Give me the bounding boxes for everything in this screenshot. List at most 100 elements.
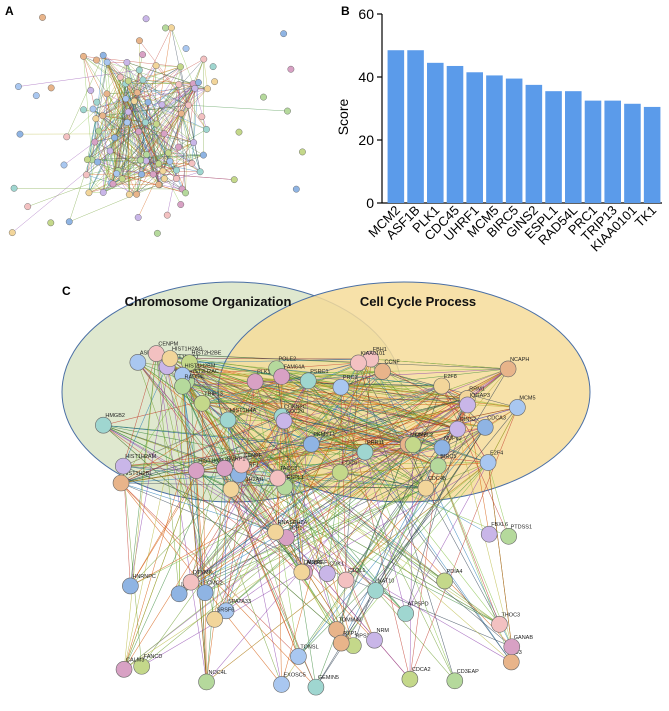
network-node-label: NAT10 [378, 579, 395, 585]
network-edge [103, 424, 287, 538]
network-edge [203, 59, 208, 89]
network-edge [189, 362, 458, 430]
network-c-nodes: ASF1BHIST2H2ACCENPMHIST1H2AJHIST1H2AHHIS… [95, 342, 536, 696]
network-edge [129, 101, 135, 195]
network-node [63, 133, 71, 141]
network-node [280, 30, 288, 38]
network-node [159, 167, 167, 175]
panel-c-network: Chromosome Organization Cell Cycle Proce… [61, 281, 591, 696]
network-node-label: HIST1H2BL [123, 471, 152, 477]
network-edge [254, 381, 328, 574]
network-node [200, 55, 208, 63]
network-edge [120, 385, 442, 484]
network-edge [340, 386, 458, 430]
network-node: MCM5 [509, 395, 536, 416]
network-a-nodes [8, 14, 306, 237]
network-node-label: CMC2 [207, 581, 223, 587]
network-edge [123, 358, 171, 467]
network-node-label: HIST1H2AG [172, 346, 203, 352]
network-node [134, 214, 142, 221]
network-node: HIST1H2AB [188, 459, 229, 479]
network-node-label: TOMM40 [339, 618, 362, 624]
network-node-label: NCAPH [510, 357, 529, 363]
network-node: HIST1H4A [219, 408, 257, 429]
network-node-label: E2F4 [490, 451, 503, 457]
network-node-label: THOC3 [501, 612, 520, 618]
network-node: CCNF [374, 359, 400, 380]
bar [643, 106, 661, 203]
network-edge [109, 27, 172, 152]
network-node [158, 101, 166, 109]
network-node [168, 24, 175, 32]
network-edge [120, 77, 164, 172]
network-node: RNASEH2A [267, 520, 308, 541]
network-node [113, 170, 121, 178]
network-edge [182, 375, 512, 663]
network-edge [202, 385, 442, 404]
network-edge [155, 65, 189, 106]
network-edge [103, 424, 427, 489]
network-edge [166, 366, 206, 593]
network-node [106, 147, 114, 155]
network-node-label: ID3 [513, 650, 522, 656]
network-node-label: EXOSC5 [284, 672, 306, 678]
network-node [83, 171, 90, 179]
network-node-label: MYBL2 [415, 433, 433, 439]
network-edge [123, 470, 197, 670]
network-node: SRSF6 [206, 607, 234, 628]
network-node: NOC4L [198, 670, 227, 691]
network-node [16, 130, 24, 138]
network-node [144, 98, 152, 106]
network-edge [18, 69, 140, 87]
network-node [142, 119, 149, 126]
network-edge [182, 375, 299, 657]
network-edge [276, 368, 442, 387]
network-edge [286, 358, 372, 538]
network-edge [103, 424, 312, 445]
network-edge [145, 65, 157, 123]
network-node [103, 90, 111, 98]
network-edge [196, 470, 500, 625]
network-edge [128, 111, 201, 172]
network-node-label: MCM2 [410, 432, 426, 438]
network-edge [225, 381, 256, 611]
network-edge [277, 451, 366, 479]
network-node-label: CALM3 [126, 657, 144, 663]
network-edge [97, 161, 112, 184]
network-node [133, 89, 141, 97]
network-node [8, 229, 16, 237]
network-edge [120, 428, 458, 484]
network-node [85, 189, 93, 197]
network-node [177, 110, 185, 117]
network-node: GEMIN5 [307, 675, 339, 696]
network-node-label: TONSL [300, 644, 318, 650]
network-node [125, 191, 133, 198]
network-node: HNRNPC [122, 574, 156, 595]
network-node-label: CD3EAP [457, 669, 479, 675]
network-node [123, 119, 131, 126]
network-edge [339, 362, 359, 473]
network-edge [130, 353, 157, 587]
network-node-label: HIST2H2AC [189, 369, 219, 375]
network-node [133, 190, 141, 198]
network-node [60, 161, 68, 169]
network-edge [375, 447, 443, 591]
network-edge [182, 386, 337, 630]
network-node [93, 56, 100, 64]
network-edge [88, 65, 157, 193]
network-edge [225, 427, 486, 612]
network-node [152, 62, 160, 70]
network-node [188, 159, 196, 167]
network-node-label: NOC4L [209, 670, 227, 676]
network-edge [201, 403, 207, 682]
network-edge [214, 486, 286, 620]
network-node [47, 219, 55, 227]
network-edge [103, 424, 302, 573]
network-edge [87, 111, 129, 160]
network-node [284, 107, 291, 115]
network-node-label: CDCA3 [487, 415, 506, 421]
network-edge [127, 122, 194, 143]
network-edge [27, 173, 117, 207]
bar [446, 65, 464, 203]
network-node [153, 120, 160, 128]
